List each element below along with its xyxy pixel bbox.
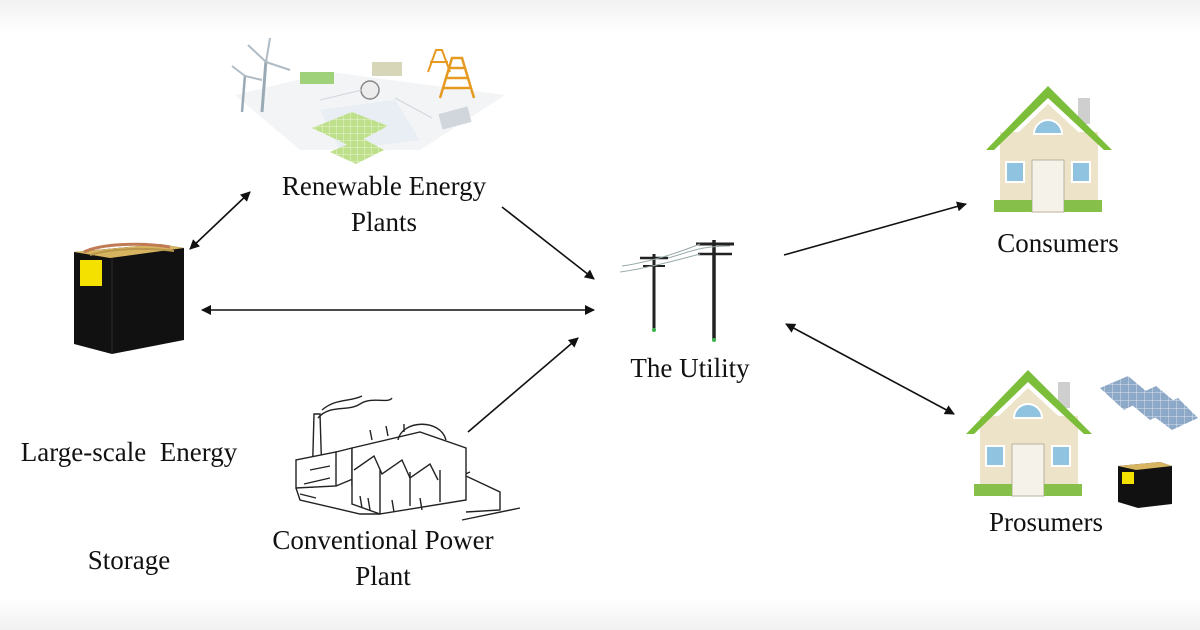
bottom-band	[0, 598, 1200, 630]
prosumers-label-text: Prosumers	[989, 507, 1103, 537]
consumers-label: Consumers	[968, 225, 1148, 261]
consumer-house-icon	[986, 86, 1112, 213]
conventional-label-line2: Plant	[355, 561, 411, 591]
prosumer-battery-icon	[1118, 462, 1172, 508]
arrow-utility-prosumers	[785, 323, 955, 415]
arrow-renewable-utility	[501, 206, 595, 280]
conventional-label: Conventional Power Plant	[238, 522, 528, 594]
prosumers-label: Prosumers	[956, 504, 1136, 540]
storage-label-line1: Large-scale Energy	[20, 437, 238, 467]
renewable-label-line1: Renewable Energy	[281, 171, 487, 201]
renewable-label-line2: Plants	[350, 207, 417, 237]
consumers-label-text: Consumers	[997, 228, 1119, 258]
renewable-plants-icon	[231, 37, 505, 164]
storage-label: Large-scale Energy Storage	[0, 362, 258, 614]
solar-panels-icon	[1100, 376, 1198, 430]
conventional-label-line1: Conventional Power	[272, 525, 494, 555]
battery-icon	[74, 242, 184, 354]
storage-label-line2: Storage	[87, 545, 171, 575]
arrow-utility-consumers	[783, 201, 967, 256]
top-band	[0, 0, 1200, 32]
arrow-conventional-utility	[467, 337, 579, 433]
power-plant-icon	[295, 395, 521, 521]
utility-label-text: The Utility	[630, 353, 750, 383]
renewable-label: Renewable Energy Plants	[244, 168, 524, 240]
utility-poles-icon	[619, 240, 734, 342]
utility-label: The Utility	[604, 350, 776, 386]
prosumer-house-icon	[966, 370, 1092, 497]
arrow-storage-renewable	[189, 191, 251, 250]
